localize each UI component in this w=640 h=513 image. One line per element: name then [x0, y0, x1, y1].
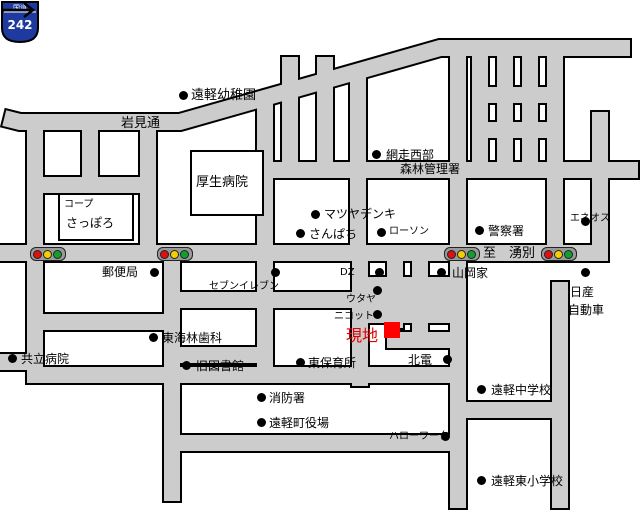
- pin-icon: [372, 150, 381, 159]
- label-matsuya-denki: マツヤデンキ: [324, 207, 397, 221]
- pin-icon: [373, 286, 382, 295]
- label-higashi-nursery: 東保育所: [308, 356, 357, 370]
- pin-icon: [179, 91, 188, 100]
- label-lawson: ローソン: [389, 226, 429, 237]
- label-nissan-2: 自動車: [568, 303, 605, 317]
- pin-icon: [296, 358, 305, 367]
- label-coop-1: コープ: [64, 199, 94, 210]
- pin-icon: [441, 432, 450, 441]
- label-nikot: ニコット: [334, 311, 374, 322]
- route-number: 242: [7, 18, 32, 32]
- label-fire-station: 消防署: [269, 391, 306, 405]
- label-kyoritsu-hospital: 共立病院: [21, 352, 70, 366]
- label-abashiri-forest-2: 森林管理署: [400, 162, 461, 176]
- label-dz: DZ: [340, 267, 355, 278]
- pin-icon: [257, 418, 266, 427]
- pin-icon: [437, 268, 446, 277]
- label-enkaru-higashi-es: 遠軽東小学校: [491, 474, 564, 488]
- label-iwami-dori: 岩見通: [121, 116, 161, 131]
- pin-icon: [373, 310, 382, 319]
- label-coop-2: さっぽろ: [66, 216, 115, 230]
- pin-icon: [477, 476, 486, 485]
- label-post-office: 郵便局: [102, 265, 139, 279]
- label-to-yubetsu: 至 湧別: [483, 246, 536, 261]
- label-site: 現地: [346, 326, 379, 345]
- pin-icon: [375, 268, 384, 277]
- label-hello-work: ハローワーク: [389, 431, 449, 442]
- pin-icon: [475, 226, 484, 235]
- label-seven-eleven: セブンイレブン: [209, 281, 279, 292]
- label-nissan-1: 日産: [570, 285, 595, 299]
- pin-icon: [581, 217, 590, 226]
- label-higashi-kai-dental: 東海林歯科: [162, 331, 223, 345]
- label-sanpachi: さんぱち: [309, 227, 358, 241]
- label-old-library: 旧図書館: [196, 359, 245, 373]
- pin-icon: [271, 268, 280, 277]
- pin-icon: [477, 385, 486, 394]
- label-police: 警察署: [488, 224, 525, 238]
- label-enkaru-jhs: 遠軽中学校: [491, 383, 552, 397]
- pin-icon: [182, 361, 191, 370]
- route-top-text: 国道: [13, 3, 27, 12]
- pin-icon: [149, 333, 158, 342]
- label-utaya: ウタヤ: [346, 294, 376, 305]
- pin-icon: [8, 354, 17, 363]
- pin-icon: [257, 393, 266, 402]
- pin-icon: [377, 228, 386, 237]
- right-arrow-icon: [2, 2, 36, 18]
- label-abashiri-forest: 網走西部: [386, 148, 435, 162]
- label-kosei-hospital: 厚生病院: [196, 175, 249, 190]
- label-yamaoka: 山岡家: [452, 266, 489, 280]
- kosei-hospital-box: [190, 150, 264, 216]
- label-enkaru-kindergarten: 遠軽幼稚園: [191, 88, 257, 103]
- coop-box: [58, 193, 134, 241]
- pin-icon: [296, 229, 305, 238]
- site-marker: [384, 322, 400, 338]
- label-town-office: 遠軽町役場: [269, 416, 330, 430]
- pin-icon: [150, 268, 159, 277]
- pin-icon: [443, 355, 452, 364]
- pin-icon: [581, 268, 590, 277]
- pin-icon: [311, 210, 320, 219]
- label-hokuden: 北電: [408, 353, 433, 367]
- label-eneos: エネオス: [570, 213, 610, 224]
